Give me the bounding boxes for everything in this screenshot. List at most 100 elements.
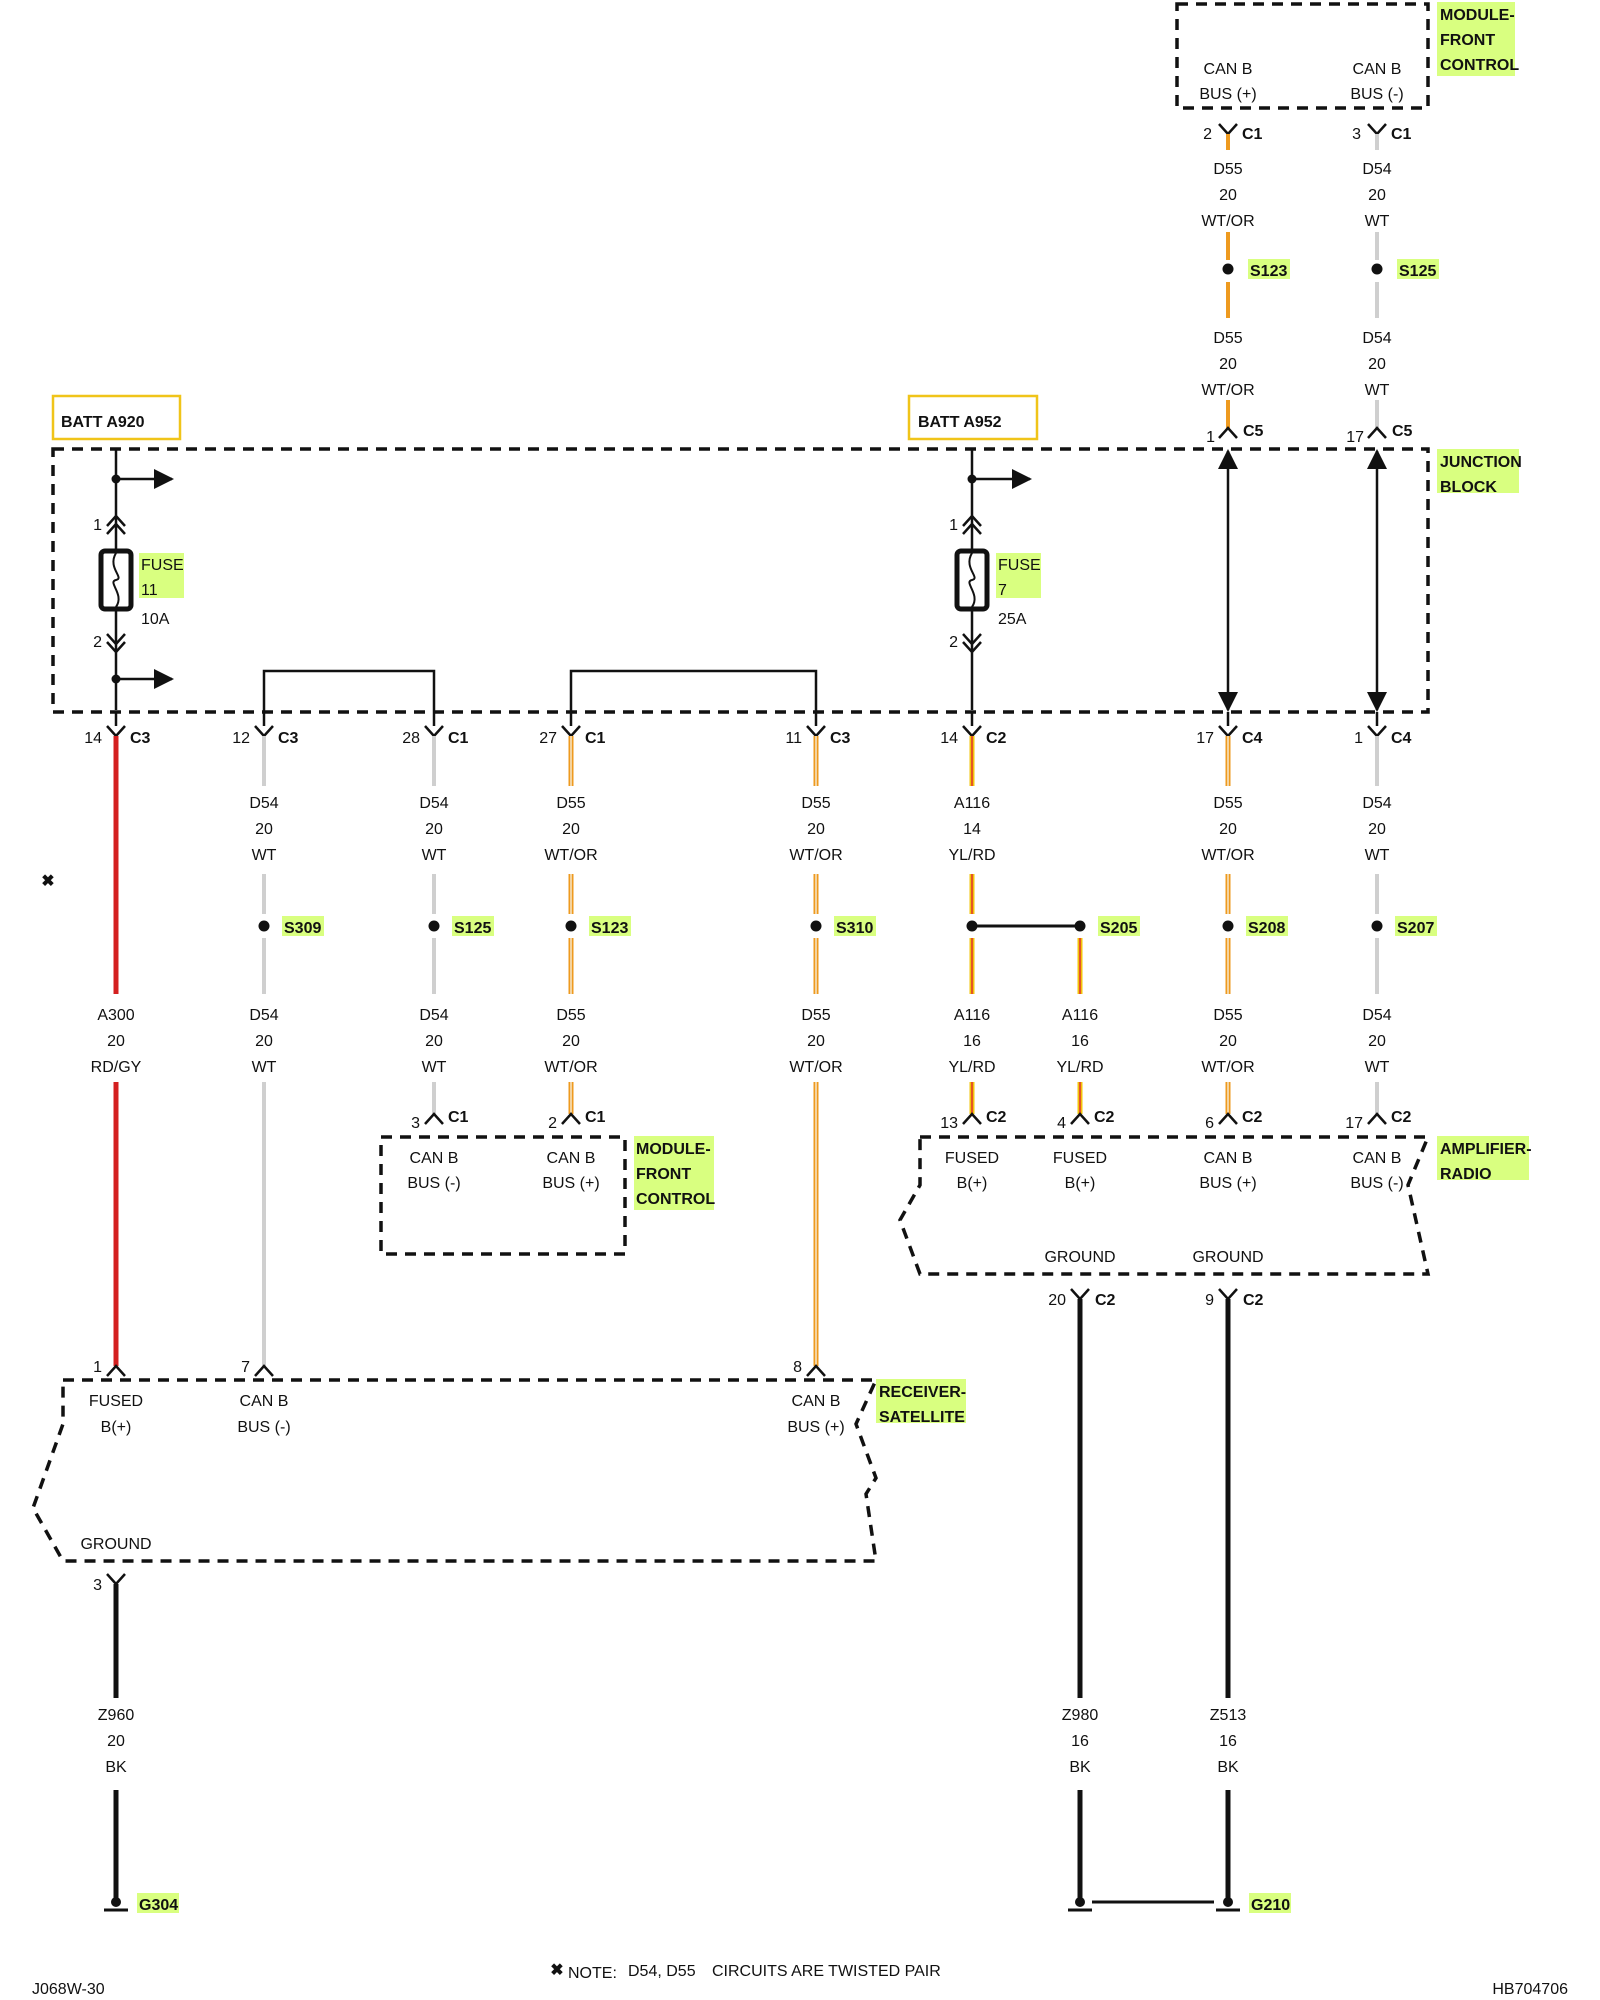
ground-wires: 3 Z960 20 BK Z980 16 BK Z513 16 BK 20 C2… [93,1288,1264,1902]
wire-gauge: 20 [1219,187,1237,204]
receiver-satellite: RECEIVER- SATELLITE FUSED B(+) CAN B BUS… [31,1378,966,1563]
module-title: RADIO [1440,1166,1492,1183]
wire-gauge: 16 [1219,1733,1237,1750]
cavity-number: 8 [793,1359,802,1376]
wire-code: Z960 [98,1707,135,1724]
svg-text:BATT A920: BATT A920 [61,414,145,431]
batt-a952-label: BATT A952 [907,394,1039,441]
junction-block: JUNCTION BLOCK 1 2 FUSE 11 10A 1 2 FUSE … [51,447,1522,714]
cavity-number: 17 [1196,730,1214,747]
wire-color: WT [1365,1059,1390,1076]
wire-code: A116 [954,795,990,812]
wire-layer: D5420WTD5420WTD5520WT/ORD5520WT/ORA11614… [91,736,1437,1377]
wire-color: WT [422,1059,447,1076]
fuse-label: 11 [141,582,158,599]
wire-gauge: 20 [1368,821,1386,838]
module-title: FRONT [1440,32,1495,49]
ground-g210: G210 [1068,1893,1291,1914]
top-wires: D55 20 WT/OR D54 20 WT S123 S125 D55 20 … [1201,134,1439,428]
connector-top-c1: 2 C1 3 C1 [1203,123,1412,143]
cavity-number: 3 [93,1577,102,1594]
cavity-number: 4 [1057,1115,1066,1132]
connector-id: C5 [1243,423,1264,440]
pin-label: FUSED [945,1150,999,1167]
splice-label: S205 [1100,920,1137,937]
ground-label: G210 [1251,1897,1290,1914]
wire-color: WT/OR [1201,1059,1254,1076]
wire-color: BK [1069,1759,1091,1776]
wire-gauge: 20 [255,821,273,838]
connector-id: C1 [585,730,606,747]
module-title: FRONT [636,1166,691,1183]
pin-label: BUS (+) [787,1419,844,1436]
connector-id: C1 [1242,126,1263,143]
pin-label: CAN B [547,1150,596,1167]
fuse-pin: 1 [949,517,958,534]
wire-code: D54 [249,795,278,812]
figure-id: HB704706 [1492,1981,1568,1998]
connector-id: C2 [1242,1109,1263,1126]
wire-gauge: 14 [963,821,981,838]
wire-gauge: 20 [562,821,580,838]
connector-id: C3 [830,730,851,747]
wire-code: A300 [97,1007,134,1024]
cavity-number: 17 [1345,1115,1363,1132]
module-title: CONTROL [1440,57,1519,74]
cavity-number: 28 [402,730,420,747]
wire-gauge: 20 [1219,1033,1237,1050]
wire-color: WT [252,847,277,864]
wire-code: D55 [1213,1007,1242,1024]
twisted-pair-mark: ✖ [550,1962,563,1979]
fuse-label: 7 [998,582,1007,599]
connector-id: C1 [585,1109,606,1126]
cavity-number: 1 [1354,730,1363,747]
pin-label: CAN B [1204,61,1253,78]
connector-id: C2 [1095,1292,1116,1309]
splice-label: S123 [591,920,628,937]
wire-gauge: 20 [425,1033,443,1050]
fuse-pin: 2 [93,634,102,651]
connector-id: C2 [1391,1109,1412,1126]
pin-label: FUSED [1053,1150,1107,1167]
wire-gauge: 16 [1071,1733,1089,1750]
connector-id: C3 [278,730,299,747]
wire-color: BK [1217,1759,1239,1776]
connector-id: C5 [1392,423,1413,440]
fuse-rating: 25A [998,611,1027,628]
cavity-number: 9 [1205,1292,1214,1309]
pin-label: CAN B [240,1393,289,1410]
cavity-number: 27 [539,730,557,747]
fuse-pin: 2 [949,634,958,651]
module-title: MODULE- [636,1141,711,1158]
cavity-number: 7 [241,1359,250,1376]
wire-code: D55 [801,1007,830,1024]
splice-label: S208 [1248,920,1285,937]
pin-label: CAN B [1204,1150,1253,1167]
cavity-number: 12 [232,730,250,747]
ground-label: GROUND [1192,1249,1263,1266]
ground-g304: G304 [104,1893,179,1914]
pin-label: CAN B [792,1393,841,1410]
wire-code: D55 [1213,795,1242,812]
connector-id: C2 [1243,1292,1264,1309]
pin-label: BUS (+) [1199,1175,1256,1192]
pin-label: B(+) [101,1419,132,1436]
wire-code: A116 [1062,1007,1098,1024]
ground-label: G304 [139,1897,178,1914]
wire-gauge: 20 [1219,821,1237,838]
wire-gauge: 20 [807,821,825,838]
wire-color: YL/RD [948,1059,995,1076]
cavity-number: 14 [940,730,958,747]
wire-code: D55 [556,795,585,812]
pin-label: BUS (+) [1199,86,1256,103]
module-title: MODULE- [1440,7,1515,24]
note: ✖ NOTE: D54, D55 CIRCUITS ARE TWISTED PA… [550,1962,940,1982]
wire-color: WT [422,847,447,864]
module-title: AMPLIFIER- [1440,1141,1532,1158]
pin-label: BUS (-) [1350,1175,1403,1192]
wire-gauge: 16 [963,1033,981,1050]
pin-label: BUS (-) [1350,86,1403,103]
wire-gauge: 20 [107,1033,125,1050]
wire-gauge: 20 [807,1033,825,1050]
